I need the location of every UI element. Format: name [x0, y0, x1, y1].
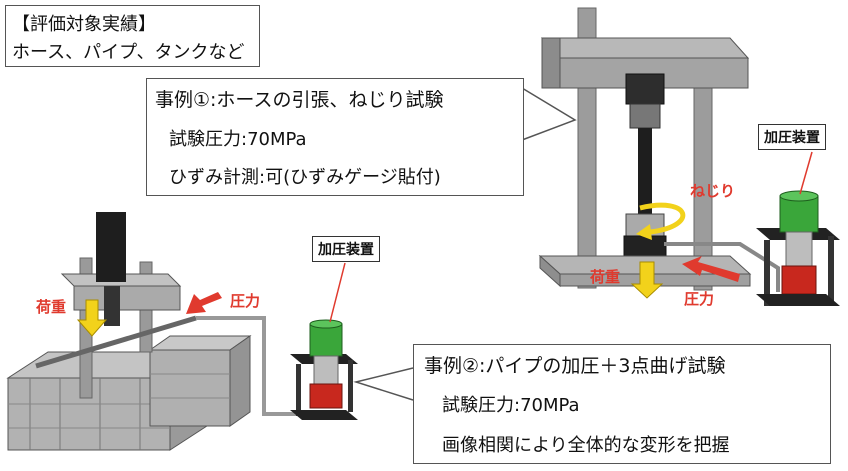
targets-heading: 【評価対象実績】 [12, 14, 156, 35]
case2-pressure: 試験圧力:70MPa [442, 395, 580, 416]
case2-callout: 事例②:パイプの加圧＋3点曲げ試験 試験圧力:70MPa 画像相関により全体的な… [413, 344, 831, 464]
pressure-label-right: 圧力 [684, 290, 715, 308]
case1-strain: ひずみ計測:可(ひずみゲージ貼付) [169, 167, 441, 188]
load-arrow-left [76, 299, 108, 337]
case2-title: 事例②:パイプの加圧＋3点曲げ試験 [424, 355, 726, 377]
case1-title: 事例①:ホースの引張、ねじり試験 [155, 89, 444, 111]
case2-pointer [353, 367, 414, 401]
load-label-right: 荷重 [590, 268, 621, 286]
case2-note: 画像相関により全体的な変形を把握 [442, 435, 730, 456]
pressurizer-right-leader [799, 151, 813, 195]
torsion-label: ねじり [690, 182, 736, 200]
pressurizer-mid-tag: 加圧装置 [312, 236, 380, 262]
load-label-left: 荷重 [36, 298, 67, 316]
pressure-arrow-left [186, 292, 222, 314]
pressurizer-right [756, 190, 840, 306]
pressurizer-middle [290, 319, 358, 420]
pressurizer-right-tag: 加圧装置 [758, 124, 826, 150]
pressurizer-mid-leader [329, 262, 346, 323]
case1-pointer [521, 87, 577, 141]
bending-machine [6, 212, 296, 451]
targets-list: ホース、パイプ、タンクなど [12, 42, 245, 63]
tensile-torsion-machine [538, 7, 780, 292]
pressure-arrow-right [682, 256, 740, 282]
case1-callout: 事例①:ホースの引張、ねじり試験 試験圧力:70MPa ひずみ計測:可(ひずみゲ… [146, 78, 524, 196]
evaluation-targets-box: 【評価対象実績】 ホース、パイプ、タンクなど [5, 5, 260, 67]
load-arrow-right [630, 261, 664, 299]
torsion-arrow [636, 202, 686, 240]
case1-pressure: 試験圧力:70MPa [169, 129, 307, 150]
pressure-label-left: 圧力 [230, 292, 261, 310]
